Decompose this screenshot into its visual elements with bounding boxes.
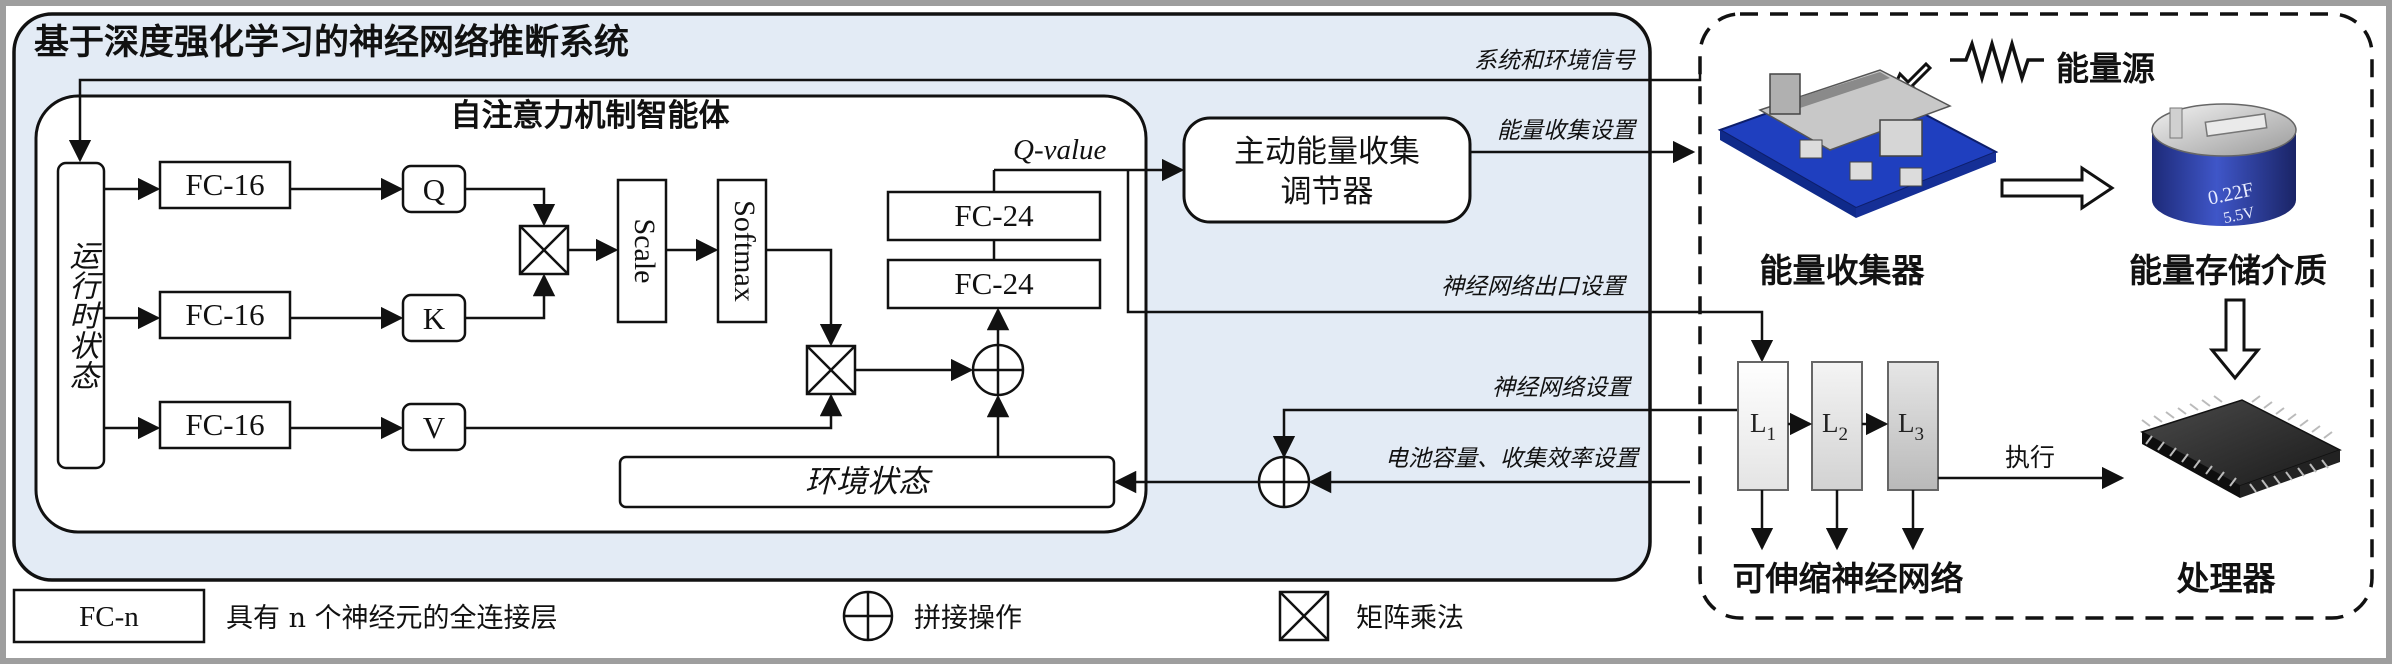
- nn-setting-label: 神经网络设置: [1492, 375, 1633, 401]
- softmax-label: Softmax: [728, 200, 761, 302]
- energy-harvester-label: 能量收集器: [1760, 251, 1926, 290]
- fc16-v-box: [158, 400, 292, 450]
- scale-label: Scale: [628, 219, 661, 284]
- fc24-bottom-label: FC-24: [954, 266, 1034, 301]
- arrow-exit-setting: [1126, 170, 1774, 363]
- v-label: V: [423, 410, 446, 445]
- arrow-nn-setting: [1272, 408, 1738, 459]
- agent-panel: [34, 94, 1148, 534]
- fc16-q-label: FC-16: [185, 167, 264, 202]
- matmul-icon-2: [805, 344, 857, 396]
- runtime-state-label: 运行时状态: [64, 240, 100, 390]
- fc16-k-box: [158, 290, 292, 340]
- arrow-q-matmul: [465, 187, 556, 227]
- layer-2-label: L2: [1822, 408, 1848, 445]
- legend-concat-icon: [842, 590, 894, 642]
- processor-chip-icon: [2140, 395, 2342, 498]
- harvest-controller-box: [1182, 116, 1472, 224]
- hardware-panel: [1698, 12, 2374, 620]
- energy-source-label: 能量源: [2056, 49, 2155, 88]
- layer-3-label: L3: [1898, 408, 1924, 445]
- fc24-top-label: FC-24: [954, 198, 1034, 233]
- runtime-state-box: [56, 161, 106, 470]
- q-label: Q: [423, 172, 445, 207]
- battery-setting-label: 电池容量、收集效率设置: [1385, 446, 1641, 472]
- harvester-storage-arrow-icon: [2000, 165, 2115, 211]
- energy-source-icon: [1950, 37, 2044, 85]
- layer-1-label: L1: [1750, 408, 1776, 445]
- controller-line2: 调节器: [1281, 174, 1374, 210]
- energy-storage-label: 能量存储介质: [2129, 251, 2327, 290]
- legend-fc-box: [12, 588, 206, 644]
- supercapacitor-icon: 0.22F 5.5V: [2151, 103, 2297, 227]
- storage-processor-arrow-icon: [2208, 298, 2262, 381]
- scale-box: [616, 178, 668, 324]
- harvest-setting-label: 能量收集设置: [1497, 118, 1638, 144]
- k-label: K: [423, 301, 446, 336]
- arrow-k-matmul: [465, 273, 556, 320]
- fc16-v-label: FC-16: [185, 407, 264, 442]
- legend-concat-description: 拼接操作: [914, 603, 1022, 634]
- q-value-label: Q-value: [1013, 134, 1107, 166]
- legend-matmul-icon: [1278, 590, 1330, 642]
- controller-line1: 主动能量收集: [1234, 134, 1420, 170]
- layer-2-box: [1811, 361, 1863, 491]
- concat-icon-2: [1257, 455, 1311, 509]
- arrow-softmax-matmul: [766, 248, 843, 347]
- arrow-v-matmul: [465, 393, 843, 430]
- scalable-nn-label: 可伸缩神经网络: [1733, 559, 1964, 598]
- capacitor-voltage: 5.5V: [2222, 204, 2257, 227]
- exit-setting-label: 神经网络出口设置: [1441, 274, 1628, 300]
- energy-harvester-icon: [1717, 69, 1999, 218]
- layer-3-box: [1887, 361, 1939, 491]
- system-title: 基于深度强化学习的神经网络推断系统: [34, 22, 629, 63]
- system-env-signal-label: 系统和环境信号: [1474, 48, 1636, 74]
- processor-label: 处理器: [2176, 559, 2277, 598]
- legend-fc-description: 具有 n 个神经元的全连接层: [226, 603, 558, 634]
- arrow-system-env-signal: [68, 72, 1702, 163]
- matmul-icon-1: [518, 224, 570, 276]
- agent-title: 自注意力机制智能体: [451, 98, 730, 134]
- legend-matmul-description: 矩阵乘法: [1356, 603, 1464, 634]
- legend-fc-symbol: FC-n: [79, 601, 139, 633]
- concat-icon: [971, 343, 1025, 397]
- fc16-k-label: FC-16: [185, 297, 264, 332]
- env-state-label: 环境状态: [805, 464, 933, 500]
- execute-label: 执行: [2005, 443, 2055, 472]
